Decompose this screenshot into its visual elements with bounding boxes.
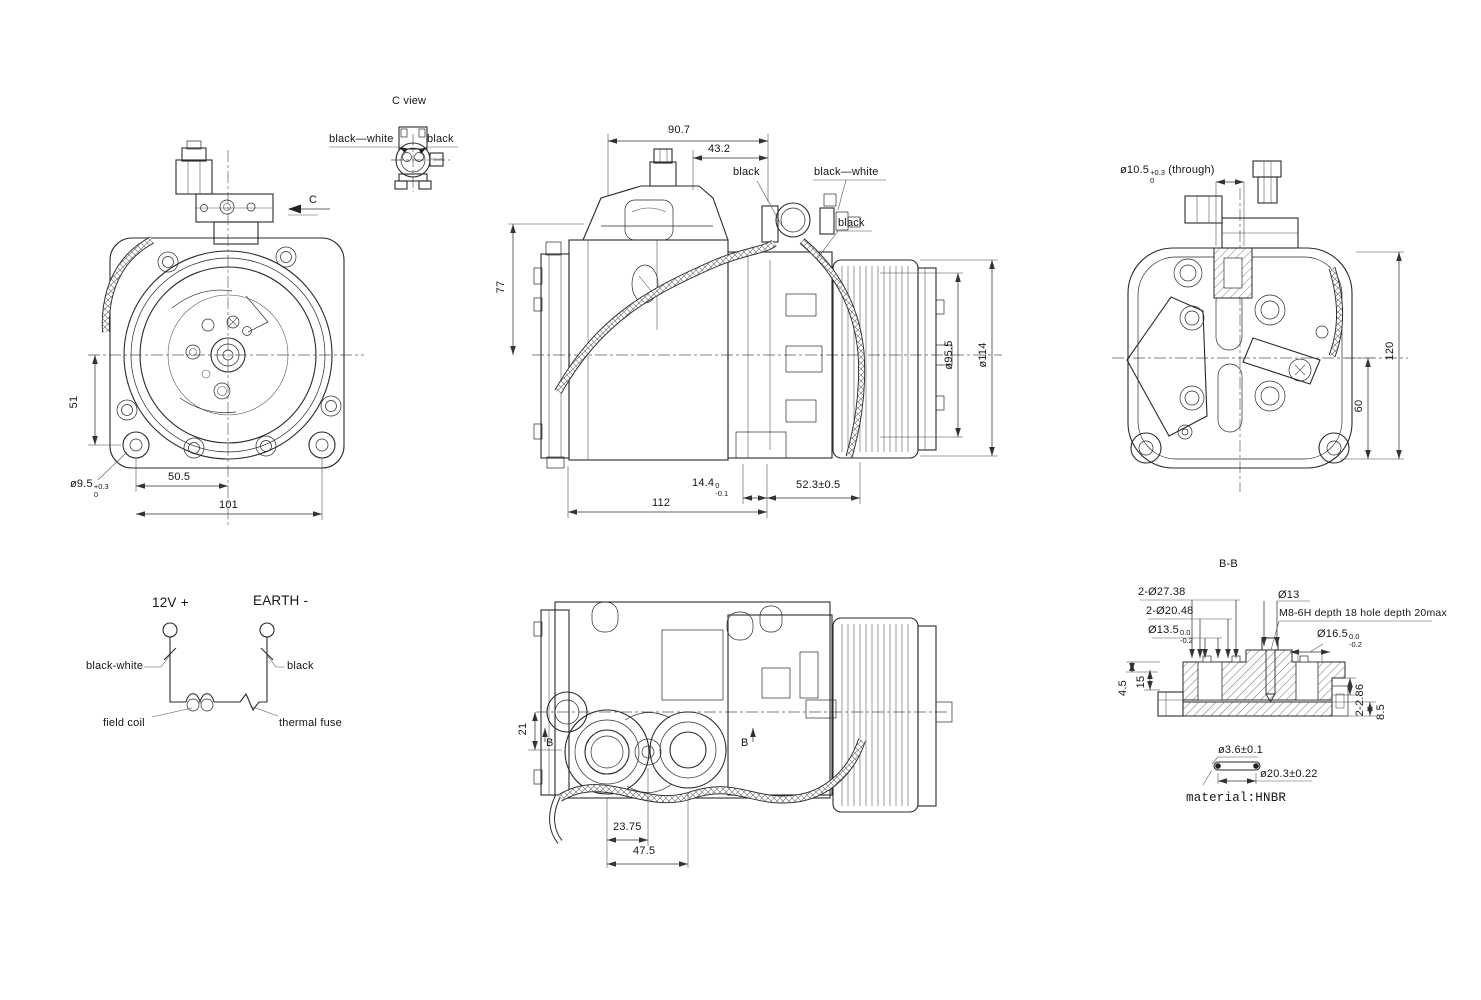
wiring-field-coil-label: field coil (103, 717, 145, 729)
dim-2-20-48: 2-Ø20.48 (1146, 605, 1194, 617)
dim-43-2: 43.2 (708, 143, 731, 155)
front-view-drawing (88, 140, 364, 528)
dim-pulley-pitch-dia: ø95.5 (943, 340, 955, 370)
dim-51: 51 (68, 395, 80, 409)
c-view-wire-black-label: black (427, 133, 454, 145)
dim-60: 60 (1353, 399, 1365, 413)
section-marker-b-right: B (741, 737, 749, 749)
wiring-wire-negative-label: black (287, 660, 314, 672)
dim-50-5: 50.5 (168, 471, 191, 483)
c-view-drawing (288, 126, 458, 216)
section-marker-b-left: B (546, 737, 554, 749)
dim-23-75: 23.75 (613, 821, 642, 833)
dim-77: 77 (495, 280, 507, 294)
wiring-wire-positive-label: black-white (86, 660, 144, 672)
dim-2-2-86: 2-2.86 (1354, 683, 1366, 717)
section-bb-title: B-B (1219, 558, 1238, 570)
c-view-wire-black-white-label: black—white (329, 133, 394, 145)
side-view-drawing (508, 134, 1002, 518)
dim-120: 120 (1384, 341, 1396, 361)
dim-47-5: 47.5 (633, 845, 656, 857)
dim-15: 15 (1135, 675, 1147, 689)
c-direction-label: C (309, 194, 318, 206)
dim-pulley-od: ø114 (977, 342, 989, 368)
rear-view-drawing (1112, 160, 1408, 492)
section-bb-drawing (1126, 599, 1432, 717)
thread-note: M8-6H depth 18 hole depth 20max (1279, 607, 1447, 619)
oring-detail-drawing (1202, 756, 1312, 786)
wire-label-black-white: black—white (814, 166, 879, 178)
dim-13: Ø13 (1278, 589, 1300, 601)
dim-8-5: 8.5 (1375, 704, 1387, 720)
dim-21: 21 (517, 722, 529, 736)
dim-oring-diameter: ø20.3±0.22 (1260, 768, 1318, 780)
dim-oring-cross-section: ø3.6±0.1 (1218, 744, 1263, 756)
c-view-title: C view (392, 95, 427, 107)
wiring-positive-label: 12V + (152, 595, 189, 610)
dim-112: 112 (652, 497, 671, 509)
wiring-negative-label: EARTH - (253, 593, 309, 608)
dim-4-5: 4.5 (1117, 680, 1129, 696)
wiring-schematic-drawing (144, 622, 285, 718)
wire-label-black-top: black (733, 166, 760, 178)
wire-label-black-lower: black (838, 217, 865, 229)
dim-2-27-38: 2-Ø27.38 (1138, 586, 1186, 598)
bottom-view-drawing (528, 601, 953, 868)
dim-101: 101 (219, 499, 238, 511)
wiring-thermal-fuse-label: thermal fuse (279, 717, 342, 729)
dim-90-7: 90.7 (668, 124, 691, 136)
dim-52-3: 52.3±0.5 (796, 479, 841, 491)
material-note: material:HNBR (1186, 791, 1287, 805)
